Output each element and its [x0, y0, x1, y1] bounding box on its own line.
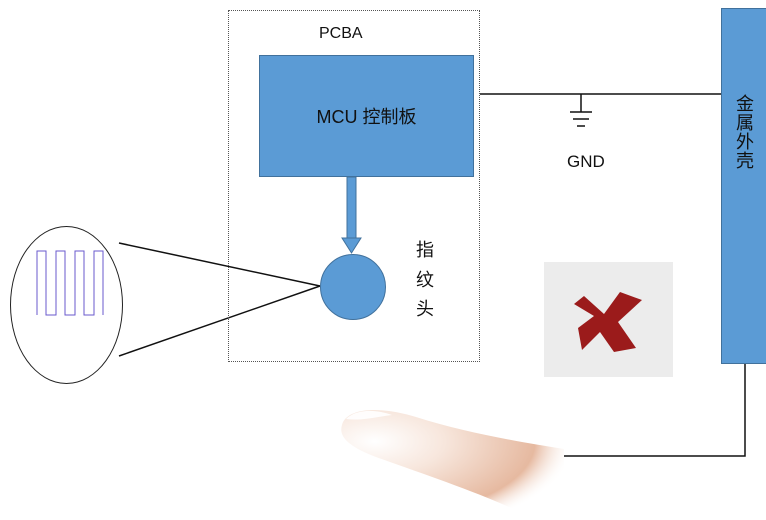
- finger-icon: [341, 410, 564, 515]
- logo-panel: [544, 262, 673, 377]
- gnd-label: GND: [567, 152, 605, 171]
- pcba-boundary: [228, 10, 480, 362]
- red-cross-logo-icon: [561, 290, 660, 364]
- down-arrow-icon: [341, 176, 362, 254]
- metal-shell-label-char: 外: [736, 131, 754, 152]
- metal-shell: [721, 8, 766, 364]
- waveform-circle: [10, 226, 123, 384]
- square-wave-icon: [36, 250, 104, 316]
- fingerprint-label: 指 纹 头: [413, 236, 437, 325]
- fingerprint-label-char: 头: [416, 299, 434, 320]
- zoom-line-top: [118, 242, 321, 287]
- zoom-line-bottom: [118, 285, 321, 357]
- mcu-control-board: MCU 控制板: [259, 55, 474, 177]
- fingerprint-label-char: 指: [416, 240, 434, 260]
- metal-shell-label-char: 壳: [736, 150, 754, 171]
- metal-shell-label: 金 属 外 壳: [734, 95, 756, 171]
- metal-shell-label-char: 属: [736, 112, 754, 133]
- metal-shell-label-char: 金: [736, 94, 754, 114]
- fingerprint-label-char: 纹: [416, 269, 434, 290]
- mcu-label: MCU 控制板: [316, 107, 417, 127]
- finger-image: [336, 395, 564, 515]
- finger-wire: [564, 364, 746, 457]
- ground-symbol-icon: [570, 94, 592, 127]
- fingerprint-sensor: [320, 254, 386, 320]
- pcba-label: PCBA: [319, 25, 363, 42]
